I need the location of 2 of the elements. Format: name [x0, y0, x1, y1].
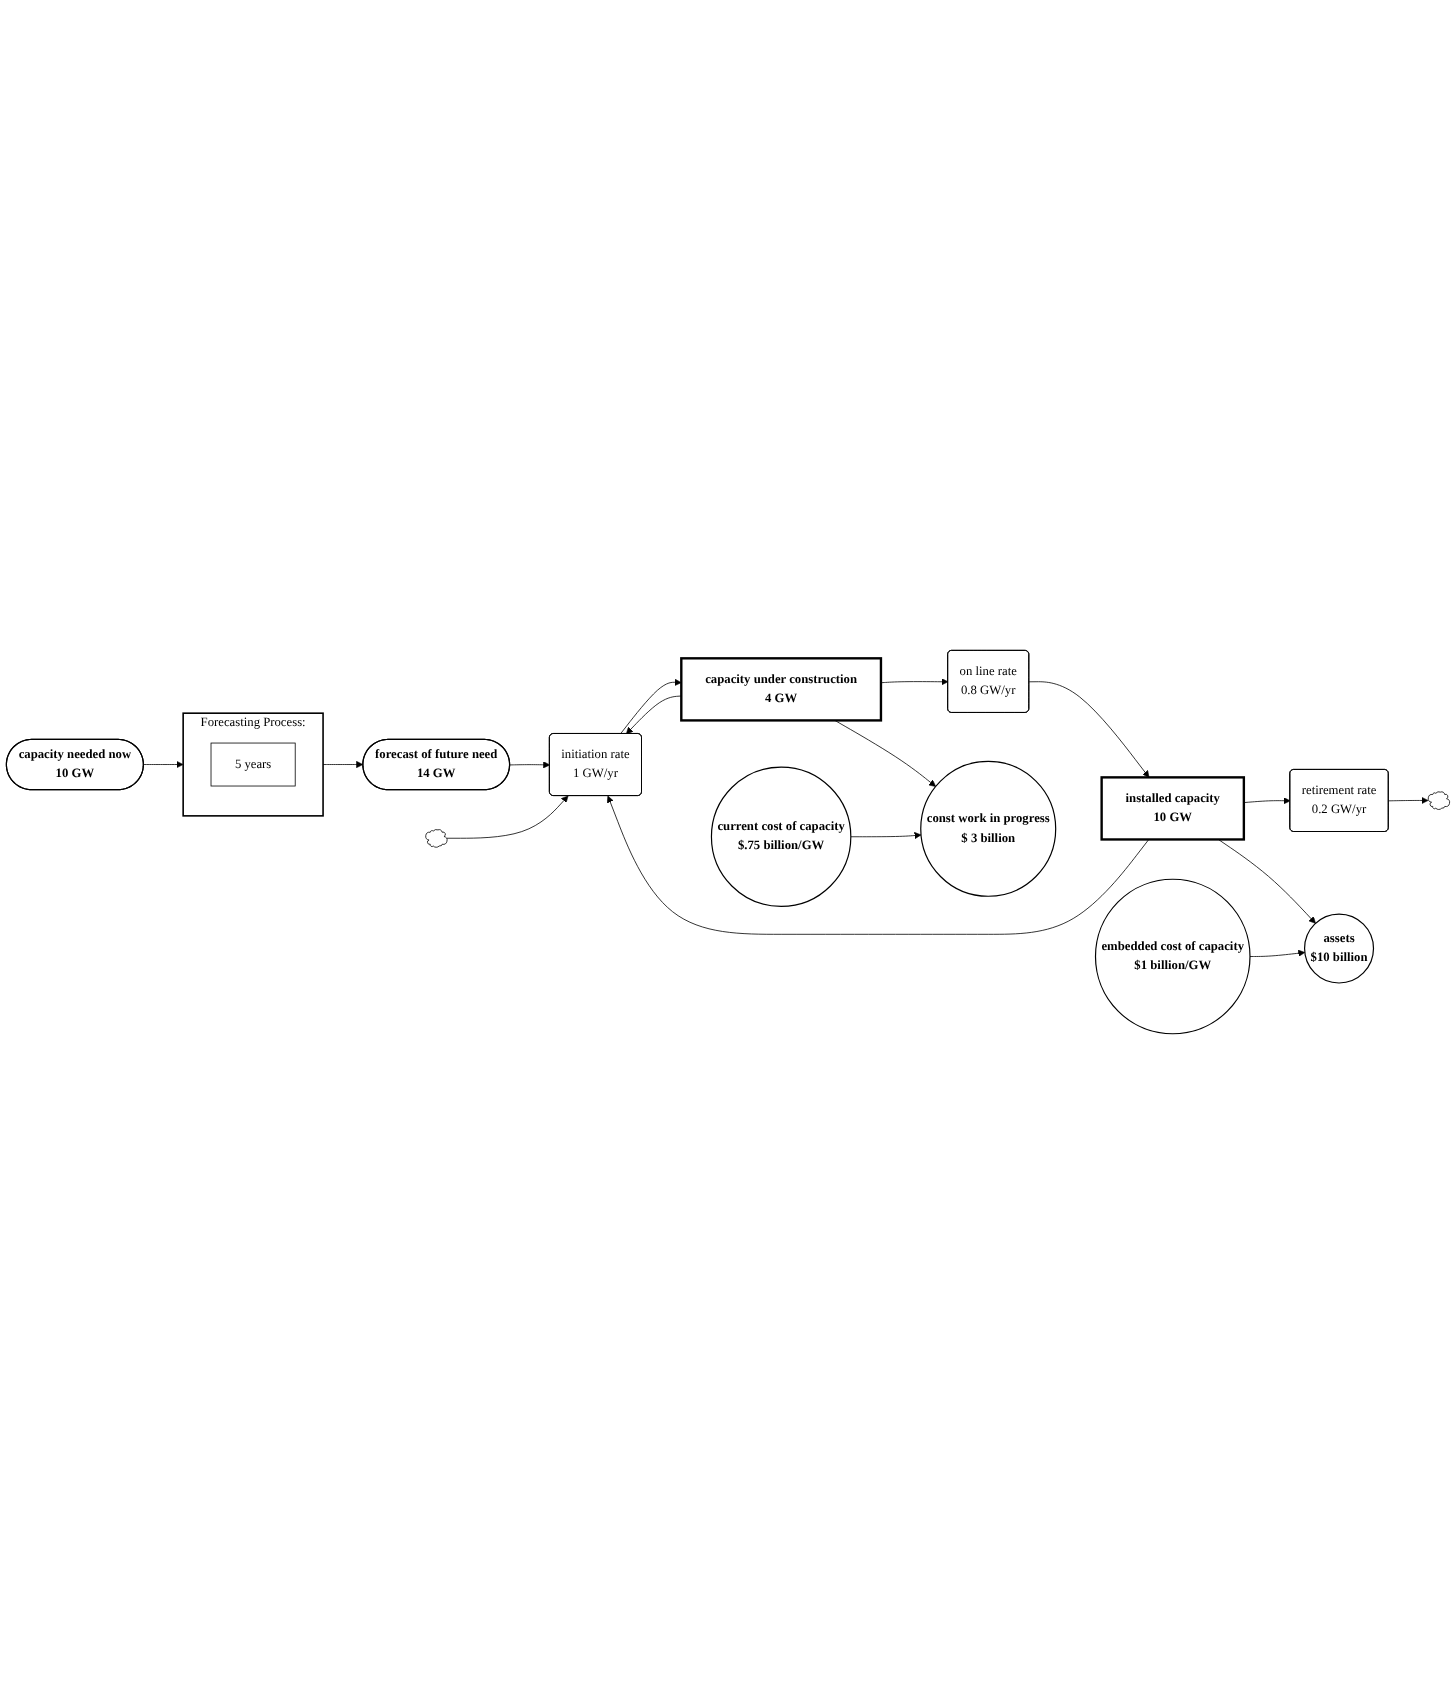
node-cloud — [425, 830, 448, 849]
node-cloud — [1427, 792, 1450, 811]
